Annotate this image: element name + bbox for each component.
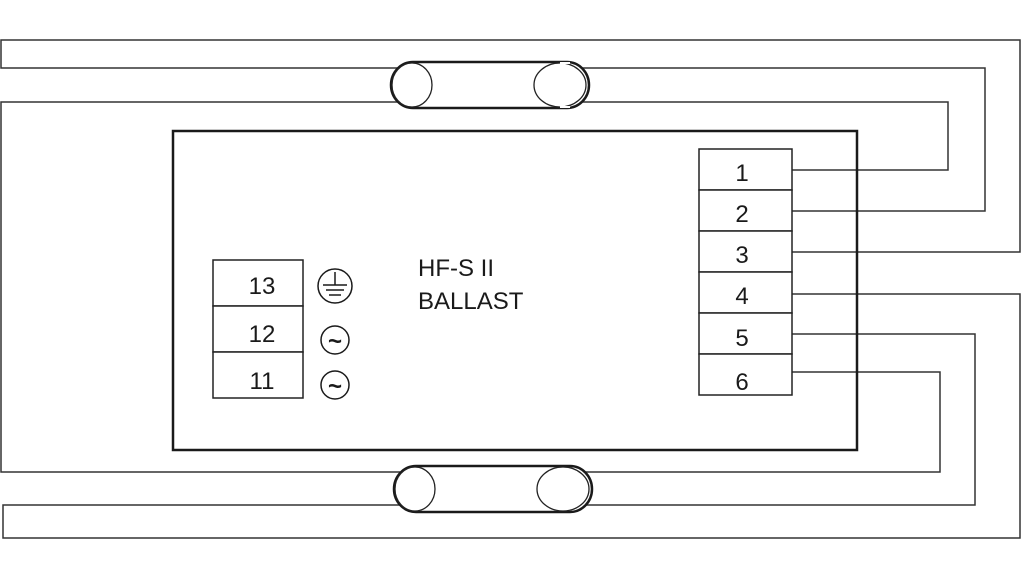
wire-terminal-4 [2,293,1021,539]
terminal-1: 1 [735,160,748,187]
wire-terminal-3 [0,39,1021,253]
terminal-2: 2 [735,201,748,228]
wire-terminal-1 [560,101,949,171]
lamp-bottom-right-cap [536,466,590,512]
lamp-bottom-left-cap [394,466,436,512]
terminal-11: 11 [250,368,275,395]
wire-terminal-5 [560,333,976,506]
terminal-13: 13 [249,273,276,300]
terminal-6: 6 [735,369,748,396]
terminal-3: 3 [735,242,748,269]
svg-text:~: ~ [328,373,342,400]
ballast-title-line2: BALLAST [418,288,524,315]
wires [0,39,1021,539]
wire-top-lamp-left-lower [0,101,400,473]
terminal-5: 5 [735,325,748,352]
ground-icon [317,268,353,304]
terminal-4: 4 [735,283,748,310]
lamp-top-left-cap [391,62,433,108]
left-terminal-block: 13 12 11 [212,259,304,399]
ballast-title-line1: HF-S II [418,255,494,282]
lamp-top-right-cap [533,62,587,108]
right-terminal-block: 1 2 3 4 5 6 [698,148,793,396]
ac-tilde-icon: ~ [320,370,350,400]
svg-text:~: ~ [328,328,342,355]
lamp-top [389,60,591,110]
wire-terminal-2 [560,67,986,212]
ballast-box [171,129,859,452]
lamp-bottom [392,464,594,514]
ac-tilde-icon: ~ [320,325,350,355]
terminal-12: 12 [249,321,276,348]
